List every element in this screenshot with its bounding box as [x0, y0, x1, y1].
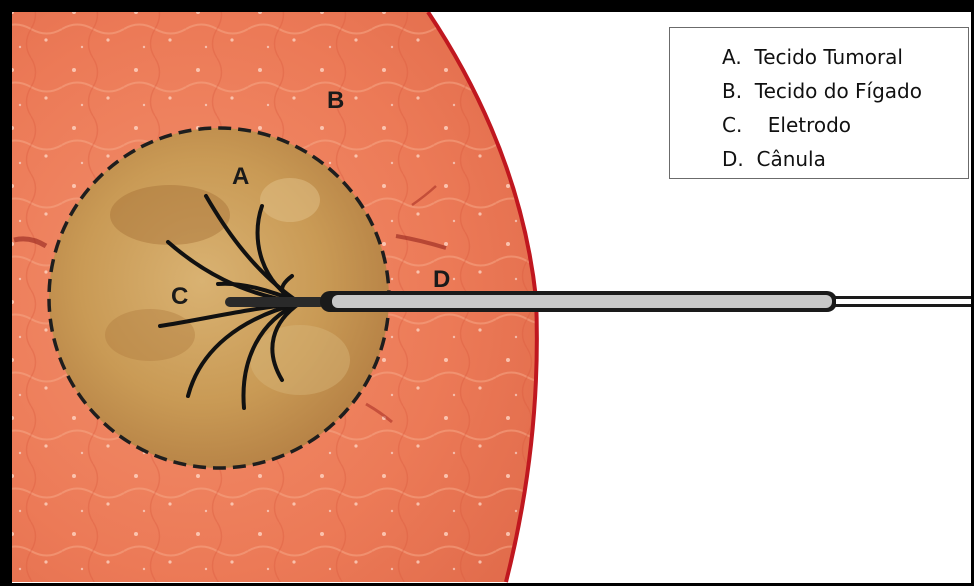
- legend-item-cannula: D. Cânula: [722, 142, 968, 176]
- legend-box: A. Tecido Tumoral B. Tecido do Fígado C.…: [669, 27, 969, 179]
- legend-item-tumor: A. Tecido Tumoral: [722, 40, 968, 74]
- legend-item-electrode: C. Eletrodo: [722, 108, 968, 142]
- label-b: B: [327, 87, 344, 114]
- label-c: C: [171, 283, 188, 310]
- legend-item-liver: B. Tecido do Fígado: [722, 74, 968, 108]
- label-d: D: [433, 266, 450, 293]
- label-a: A: [232, 163, 249, 190]
- cannula: [225, 291, 974, 312]
